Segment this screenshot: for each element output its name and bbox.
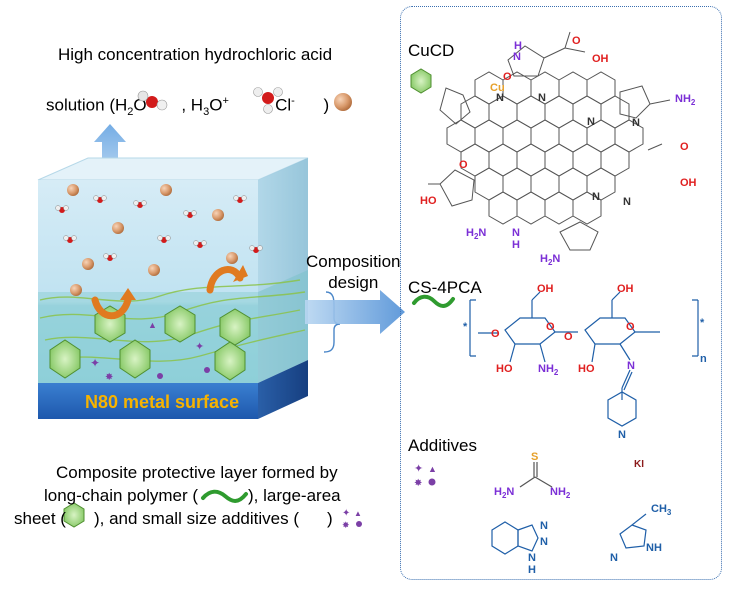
- svg-text:OH: OH: [617, 283, 634, 295]
- benzotriazole-structure: [491, 521, 539, 555]
- svg-text:NH: NH: [646, 542, 662, 554]
- svg-text:H: H: [514, 40, 522, 52]
- cs-labels: OH OH O O O O HO HO NH2 N N n * *: [463, 283, 707, 441]
- svg-text:H2N: H2N: [540, 253, 560, 267]
- additive-particles: ✦ ✸ ✦ ▲: [90, 320, 210, 383]
- svg-text:O: O: [491, 328, 500, 340]
- svg-text:NH2: NH2: [538, 363, 559, 377]
- bottom-caption-line2: long-chain polymer (), large-area: [44, 486, 341, 505]
- svg-text:N: N: [587, 116, 595, 128]
- svg-text:*: *: [463, 321, 468, 333]
- svg-text:N: N: [528, 552, 536, 564]
- svg-text:N: N: [513, 51, 521, 63]
- methylimidazole-structure: [619, 513, 647, 549]
- svg-text:N: N: [538, 92, 546, 104]
- svg-text:✸: ✸: [414, 478, 422, 489]
- additive-icon: ✦ ▲ ✸: [342, 508, 362, 530]
- svg-text:N: N: [610, 552, 618, 564]
- water-icon: [137, 90, 168, 111]
- chloride-icon: [334, 93, 352, 111]
- bottom-caption-line1: Composite protective layer formed by: [56, 463, 338, 482]
- svg-text:O: O: [680, 141, 689, 153]
- svg-text:H: H: [512, 239, 520, 251]
- svg-text:CH3: CH3: [651, 503, 672, 517]
- cs-structure: [469, 291, 699, 427]
- additives-title: Additives: [408, 436, 477, 455]
- bottom-caption-line3: sheet (), and small size additives (): [14, 509, 333, 528]
- chloride-ions: [67, 184, 238, 296]
- thiourea-structure: [519, 462, 553, 488]
- svg-text:✦: ✦: [195, 341, 204, 353]
- svg-text:H: H: [528, 564, 536, 576]
- svg-text:N: N: [618, 429, 626, 441]
- svg-text:n: n: [700, 353, 707, 365]
- svg-text:N: N: [623, 196, 631, 208]
- svg-text:HO: HO: [496, 363, 513, 375]
- svg-text:NH2: NH2: [675, 93, 696, 107]
- sheet-icon: [63, 502, 85, 528]
- cs-icon: [412, 294, 455, 308]
- metal-surface-side: [258, 360, 308, 419]
- svg-text:▲: ▲: [148, 320, 157, 330]
- svg-text:NH2: NH2: [550, 486, 571, 500]
- cs-title: CS-4PCA: [408, 278, 482, 297]
- composition-label: Composition design: [306, 252, 401, 292]
- cucd-structure: [428, 31, 671, 251]
- svg-text:▲: ▲: [354, 509, 362, 518]
- structures-panel: [400, 6, 722, 580]
- svg-text:Cu: Cu: [490, 82, 505, 94]
- water-molecules: [55, 195, 263, 261]
- metal-surface-label: N80 metal surface: [85, 392, 240, 412]
- svg-text:HO: HO: [420, 195, 437, 207]
- svg-text:N: N: [540, 520, 548, 532]
- svg-text:O: O: [459, 159, 468, 171]
- svg-text:OH: OH: [537, 283, 554, 295]
- cucd-icon: [410, 68, 432, 94]
- svg-text:H2N: H2N: [466, 227, 486, 241]
- svg-text:OH: OH: [680, 177, 697, 189]
- svg-text:S: S: [531, 451, 538, 463]
- svg-text:N: N: [592, 191, 600, 203]
- svg-text:*: *: [700, 317, 705, 329]
- hydronium-icon: [253, 87, 283, 114]
- svg-text:✸: ✸: [105, 372, 113, 383]
- svg-text:▲: ▲: [428, 464, 437, 474]
- svg-text:N: N: [627, 360, 635, 372]
- svg-text:N: N: [512, 227, 520, 239]
- svg-text:KI: KI: [634, 459, 644, 470]
- svg-text:✦: ✦: [90, 356, 100, 370]
- svg-text:O: O: [626, 321, 635, 333]
- svg-text:O: O: [503, 71, 512, 83]
- additives-icon: ✦ ▲ ✸: [414, 463, 437, 489]
- metal-surface: [38, 383, 258, 419]
- svg-text:N: N: [496, 92, 504, 104]
- cucd-labels: Cu H N O OH O N N N N N N NH2 O OH O HO …: [420, 35, 697, 267]
- graphene-sheets: [49, 305, 251, 381]
- cucd-title: CuCD: [408, 41, 455, 60]
- top-caption-line1: High concentration hydrochloric acid: [58, 45, 333, 64]
- svg-text:O: O: [546, 321, 555, 333]
- svg-text:✸: ✸: [342, 520, 350, 530]
- svg-text:✦: ✦: [342, 508, 350, 519]
- svg-text:N: N: [632, 117, 640, 129]
- svg-text:HO: HO: [578, 363, 595, 375]
- svg-text:N: N: [540, 536, 548, 548]
- svg-text:OH: OH: [592, 53, 609, 65]
- svg-text:O: O: [564, 331, 573, 343]
- composition-arrow: [305, 290, 405, 334]
- polymer-icon: [201, 489, 248, 503]
- svg-text:✦: ✦: [414, 463, 423, 475]
- additive-labels: S H2N NH2 KI CH3 NH N N N N H: [494, 451, 672, 576]
- svg-text:O: O: [572, 35, 581, 47]
- svg-text:H2N: H2N: [494, 486, 514, 500]
